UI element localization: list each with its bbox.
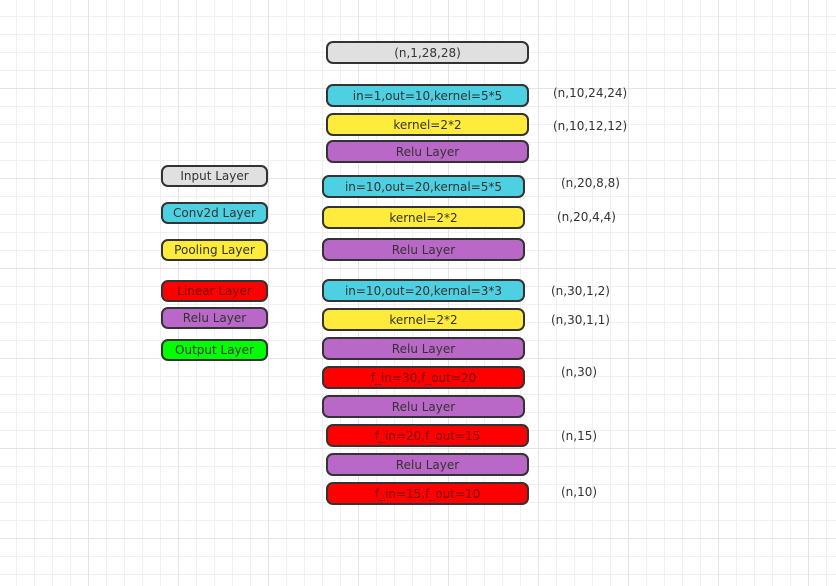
input-layer: (n,1,28,28) [326, 41, 529, 64]
linear-layer-3: f_in=15,f_out=10 [326, 482, 529, 505]
legend-relu-layer: Relu Layer [161, 307, 268, 329]
legend-output-layer: Output Layer [161, 339, 268, 361]
linear-layer-2: f_in=20,f_out=15 [326, 424, 529, 447]
pool-layer-2: kernel=2*2 [322, 206, 525, 229]
shape-label-conv2: (n,20,8,8) [561, 176, 620, 190]
shape-label-pool2: (n,20,4,4) [557, 210, 616, 224]
relu-layer-2: Relu Layer [322, 238, 525, 261]
shape-label-conv1: (n,10,24,24) [553, 86, 628, 100]
linear-layer-1: f_in=30,f_out=20 [322, 366, 525, 389]
relu-layer-5: Relu Layer [326, 453, 529, 476]
shape-label-pool3: (n,30,1,1) [551, 313, 610, 327]
pool-layer-1: kernel=2*2 [326, 113, 529, 136]
legend-input-layer: Input Layer [161, 165, 268, 187]
conv-layer-2: in=10,out=20,kernal=5*5 [322, 175, 525, 198]
shape-label-conv3: (n,30,1,2) [551, 284, 610, 298]
legend-linear-layer: Linear Layer [161, 280, 268, 302]
shape-label-pool1: (n,10,12,12) [553, 119, 628, 133]
shape-label-linear1: (n,30) [561, 365, 598, 379]
relu-layer-4: Relu Layer [322, 395, 525, 418]
conv-layer-3: in=10,out=20,kernal=3*3 [322, 279, 525, 302]
relu-layer-3: Relu Layer [322, 337, 525, 360]
legend-pooling-layer: Pooling Layer [161, 239, 268, 261]
conv-layer-1: in=1,out=10,kernel=5*5 [326, 84, 529, 107]
legend-conv2d-layer: Conv2d Layer [161, 202, 268, 224]
shape-label-linear3: (n,10) [561, 485, 598, 499]
relu-layer-1: Relu Layer [326, 140, 529, 163]
shape-label-linear2: (n,15) [561, 429, 598, 443]
pool-layer-3: kernel=2*2 [322, 308, 525, 331]
